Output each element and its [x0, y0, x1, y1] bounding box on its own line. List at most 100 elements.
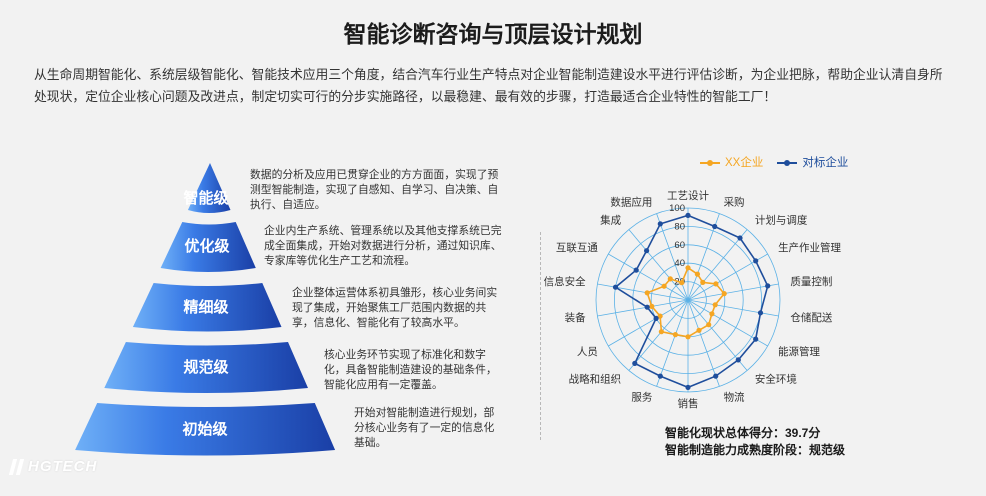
radar-data-point	[696, 327, 702, 333]
radar-data-point	[633, 267, 639, 273]
radar-axis-spoke	[597, 299, 689, 317]
radar-axis-label: 集成	[600, 213, 621, 226]
radar-data-point	[721, 291, 727, 297]
description-line: 开始对智能制造进行规划，部	[354, 407, 495, 419]
radar-axis-label: 能源管理	[778, 345, 820, 358]
radar-data-point	[644, 290, 650, 296]
level-description: 数据的分析及应用已贯穿企业的方方面面，实现了预 测型智能制造，实现了自感知、自学…	[250, 168, 498, 213]
radar-data-point	[753, 336, 759, 342]
pyramid-label: 优化级	[184, 237, 230, 255]
intro-line: 从生命周期智能化、系统层级智能化、智能技术应用三个角度，结合汽车行业生产特点对企…	[34, 67, 943, 82]
radar-axis-spoke	[687, 299, 779, 317]
description-line: 分核心业务有了一定的信息化	[354, 422, 495, 434]
radar-axis-label: 仓储配送	[790, 311, 832, 324]
radar-axis-spoke	[687, 229, 748, 301]
legend-label: 对标企业	[802, 157, 849, 169]
radar-data-point	[612, 284, 619, 290]
maturity-stage: 智能制造能力成熟度阶段：规范级	[665, 443, 846, 457]
radar-axis-label: 采购	[724, 195, 745, 208]
radar-data-point	[685, 384, 691, 390]
description-line: 执行、自适应。	[250, 199, 326, 211]
radar-axis-label: 装备	[565, 311, 586, 324]
radar-data-point	[657, 373, 663, 379]
radar-axis-spoke	[656, 213, 689, 301]
description-line: 企业整体运营体系初具雏形，核心业务间实	[292, 287, 498, 299]
radar-axis-label: 战略和组织	[569, 373, 622, 386]
radar-axis-label: 计划与调度	[755, 213, 808, 226]
radar-data-point	[644, 248, 650, 254]
radar-data-point	[685, 334, 691, 340]
radar-axis-label: 工艺设计	[667, 189, 709, 202]
radar-data-point	[713, 373, 719, 379]
overall-score: 智能化现状总体得分：39.7分	[665, 426, 821, 440]
pyramid-level-refined	[132, 283, 282, 332]
radar-axis-label: 生产作业管理	[778, 241, 841, 254]
radar-axis-label: 信息安全	[544, 275, 586, 288]
level-description: 开始对智能制造进行规划，部 分核心业务有了一定的信息化 基础。	[354, 406, 494, 451]
description-line: 享，信息化、智能化有了较高水平。	[292, 317, 465, 329]
radar-data-point	[685, 265, 691, 271]
radar-data-point	[685, 212, 691, 218]
legend-marker	[777, 160, 798, 166]
brand-watermark: HGTECH	[8, 458, 98, 475]
radar-data-point	[735, 357, 741, 363]
radar-tick-label: 80	[674, 221, 685, 232]
description-line: 成全面集成，开始对数据进行分析，通过知识库、	[264, 240, 502, 252]
radar-axis-spoke	[687, 299, 720, 387]
level-description: 企业整体运营体系初具雏形，核心业务间实 现了集成，开始聚焦工厂范围内数据的共 享…	[292, 286, 497, 331]
radar-data-point	[713, 281, 719, 287]
level-description: 核心业务环节实现了标准化和数字 化，具备智能制造建设的基础条件， 智能化应用有一…	[324, 348, 497, 393]
radar-axis-label: 销售	[678, 397, 699, 410]
radar-axis-label: 质量控制	[790, 275, 832, 288]
level-description: 企业内生产系统、管理系统以及其他支撑系统已完 成全面集成，开始对数据进行分析，通…	[264, 224, 502, 269]
pyramid-level-standardized	[104, 342, 308, 393]
radar-tick-label: 40	[674, 258, 685, 269]
legend-item: XX企业	[700, 155, 763, 171]
description-line: 数据的分析及应用已贯穿企业的方方面面，实现了预	[250, 169, 499, 181]
radar-data-point	[649, 303, 655, 309]
pyramid-level-intelligent	[187, 163, 231, 213]
description-line: 化，具备智能制造建设的基础条件，	[324, 364, 497, 376]
radar-data-point	[653, 315, 659, 321]
radar-data-point	[709, 311, 715, 317]
section-divider	[540, 232, 541, 440]
radar-axis-label: 安全环境	[755, 373, 797, 386]
legend-label: XX企业	[725, 157, 764, 169]
description-line: 智能化应用有一定覆盖。	[324, 379, 443, 391]
radar-axis-label: 服务	[631, 391, 652, 404]
radar-axis-spoke	[656, 299, 689, 387]
radar-data-point	[644, 304, 650, 310]
description-line: 核心业务环节实现了标准化和数字	[324, 349, 486, 361]
radar-axis-label: 互联互通	[556, 242, 598, 254]
radar-axis-label: 数据应用	[610, 195, 652, 208]
radar-axis-spoke	[597, 283, 689, 301]
radar-data-point	[679, 280, 685, 286]
pyramid-label: 规范级	[183, 358, 229, 376]
radar-data-point	[712, 302, 718, 308]
radar-data-point	[700, 279, 706, 285]
description-line: 现了集成，开始聚焦工厂范围内数据的共	[292, 302, 487, 314]
pyramid-label: 初始级	[182, 420, 228, 438]
description-line: 专家库等优化生产工艺和流程。	[264, 255, 416, 267]
intro-paragraph: 从生命周期智能化、系统层级智能化、智能技术应用三个角度，结合汽车行业生产特点对企…	[34, 64, 943, 108]
radar-axis-label: 人员	[577, 346, 598, 358]
radar-data-point	[757, 310, 764, 316]
description-line: 测型智能制造，实现了自感知、自学习、自决策、自	[250, 184, 499, 196]
brand-watermark-text: HGTECH	[28, 458, 98, 475]
radar-data-point	[694, 271, 701, 277]
legend-marker	[700, 160, 720, 166]
radar-data-point	[657, 313, 663, 319]
radar-data-point	[712, 223, 718, 230]
maturity-pyramid: 智能级 优化级 精细级 规范级 初始级	[75, 163, 336, 456]
legend-item: 对标企业	[777, 155, 848, 171]
radar-data-point	[657, 221, 663, 227]
radar-data-point	[667, 276, 673, 282]
radar-axis-spoke	[608, 253, 689, 301]
page-title: 智能诊断咨询与顶层设计规划	[343, 21, 643, 47]
radar-chart: 工艺设计采购计划与调度生产作业管理质量控制仓储配送能源管理安全环境物流销售服务战…	[544, 189, 842, 410]
chart-legend: XX企业 对标企业	[700, 155, 848, 171]
radar-data-point	[661, 283, 667, 289]
radar-axis-spoke	[608, 299, 689, 347]
radar-data-point	[765, 283, 771, 289]
assessment-summary: 智能化现状总体得分：39.7分 智能制造能力成熟度阶段：规范级	[665, 425, 845, 459]
